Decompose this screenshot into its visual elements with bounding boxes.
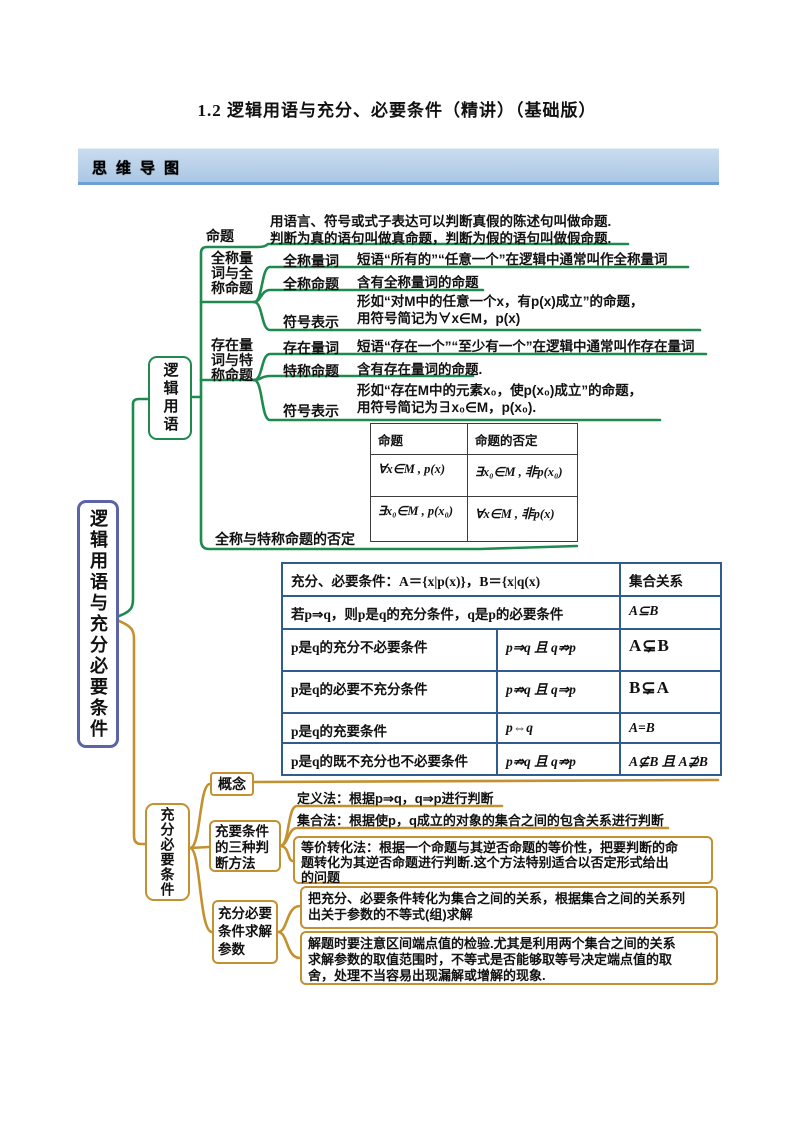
label-proposition: 命题 — [206, 228, 234, 244]
relation-table-cell-condition: p是q的充要条件 — [291, 724, 388, 739]
relation-table-cell-condition: p是q的充分不必要条件 — [291, 640, 428, 655]
section-banner-label: 思维导图 — [92, 160, 189, 177]
relation-table-cell-logic: p⇏q 且 q⇒p — [496, 672, 619, 712]
label-universal-symbol: 符号表示 — [283, 314, 339, 330]
relation-table-cell-sets: A⊊B — [619, 630, 720, 670]
node-methods: 充要条件 的三种判 断方法 — [209, 820, 281, 872]
text-method-equivalence: 等价转化法：根据一个命题与其逆否命题的等价性，把要判断的命 题转化为其逆否命题进… — [293, 836, 713, 885]
label-existential-group: 存在量 词与特 称命题 — [211, 337, 253, 383]
relation-table-def-right: A⊆B — [619, 597, 720, 628]
relation-table-header-left: 充分、必要条件：A＝{x|p(x)}，B＝{x|q(x) — [291, 574, 541, 589]
relation-table-cell-logic: p⇒q 且 q⇏p — [496, 630, 619, 670]
section-banner: 思维导图 — [78, 148, 719, 185]
text-particular-proposition: 含有存在量词的命题. — [357, 362, 483, 377]
text-existential-symbol: 形如“存在M中的元素x₀，使p(x₀)成立”的命题， 用符号简记为∃x₀∈M，p… — [357, 383, 643, 415]
page-title: 1.2 逻辑用语与充分、必要条件（精讲）（基础版） — [197, 101, 597, 120]
relation-table-def-left: 若p⇒q，则p是q的充分条件，q是p的必要条件 — [291, 607, 564, 622]
negation-table-cell: ∃x₀∈M , 非p(x₀) — [467, 455, 577, 496]
negation-table: 命题 命题的否定 ∀x∈M , p(x) ∃x₀∈M , 非p(x₀) ∃x₀∈… — [370, 423, 578, 542]
branch-node-logic: 逻辑用语 — [148, 356, 192, 440]
text-params-method: 把充分、必要条件转化为集合之间的关系，根据集合之间的关系列 出关于参数的不等式(… — [300, 886, 718, 929]
negation-table-header-proposition: 命题 — [378, 434, 404, 448]
root-node-label: 逻辑用语与充分必要条件 — [88, 508, 108, 740]
branch-node-sufficiency: 充分必要条件 — [145, 803, 190, 901]
label-universal-quantifier: 全称量词 — [283, 253, 339, 269]
negation-table-cell: ∀x∈M , 非p(x) — [467, 497, 577, 541]
text-method-sets: 集合法：根据使p，q成立的对象的集合之间的包含关系进行判断 — [297, 813, 664, 828]
relation-table-cell-logic: p⇔q — [496, 714, 619, 742]
branch-node-sufficiency-label: 充分必要条件 — [159, 807, 176, 897]
node-concept-label: 概念 — [218, 776, 246, 792]
label-existential-symbol: 符号表示 — [283, 403, 339, 419]
text-method-definition: 定义法：根据p⇒q，q⇒p进行判断 — [297, 791, 494, 806]
relation-table-cell-sets: A=B — [619, 714, 720, 742]
label-particular-proposition: 特称命题 — [283, 363, 339, 379]
label-negation: 全称与特称命题的否定 — [215, 531, 355, 547]
text-universal-symbol: 形如“对M中的任意一个x，有p(x)成立”的命题， 用符号简记为∀x∈M，p(x… — [357, 294, 644, 326]
label-existential-quantifier: 存在量词 — [283, 340, 339, 356]
branch-node-logic-label: 逻辑用语 — [161, 362, 179, 434]
negation-table-header-negation: 命题的否定 — [467, 424, 577, 454]
label-universal-proposition: 全称命题 — [283, 276, 339, 292]
text-proposition-desc: 用语言、符号或式子表达可以判断真假的陈述句叫做命题. 判断为真的语句叫做真命题，… — [270, 214, 612, 246]
negation-table-cell: ∃x₀∈M , p(x₀) — [378, 504, 454, 518]
relation-table-cell-logic: p⇏q 且 q⇏p — [496, 744, 619, 774]
relation-table-cell-sets: A⊈B 且 A⊉B — [619, 744, 720, 774]
node-concept: 概念 — [210, 772, 254, 796]
text-universal-quantifier: 短语“所有的”“任意一个”在逻辑中通常叫作全称量词 — [357, 252, 668, 267]
label-universal-group: 全称量 词与全 称命题 — [211, 250, 253, 296]
negation-table-cell: ∀x∈M , p(x) — [378, 462, 446, 476]
node-params: 充分必要 条件求解 参数 — [212, 900, 278, 964]
text-params-caution: 解题时要注意区间端点值的检验.尤其是利用两个集合之间的关系 求解参数的取值范围时… — [300, 931, 718, 985]
relation-table-cell-sets: B⊊A — [619, 672, 720, 712]
relation-table-header-right: 集合关系 — [619, 564, 720, 595]
relation-table-cell-condition: p是q的必要不充分条件 — [291, 682, 428, 697]
text-universal-proposition: 含有全称量词的命题 — [357, 275, 479, 290]
root-node: 逻辑用语与充分必要条件 — [77, 500, 119, 748]
relation-table: 充分、必要条件：A＝{x|p(x)}，B＝{x|q(x) 集合关系 若p⇒q，则… — [281, 562, 722, 776]
text-existential-quantifier: 短语“存在一个”“至少有一个”在逻辑中通常叫作存在量词 — [357, 339, 695, 354]
relation-table-cell-condition: p是q的既不充分也不必要条件 — [291, 754, 469, 769]
